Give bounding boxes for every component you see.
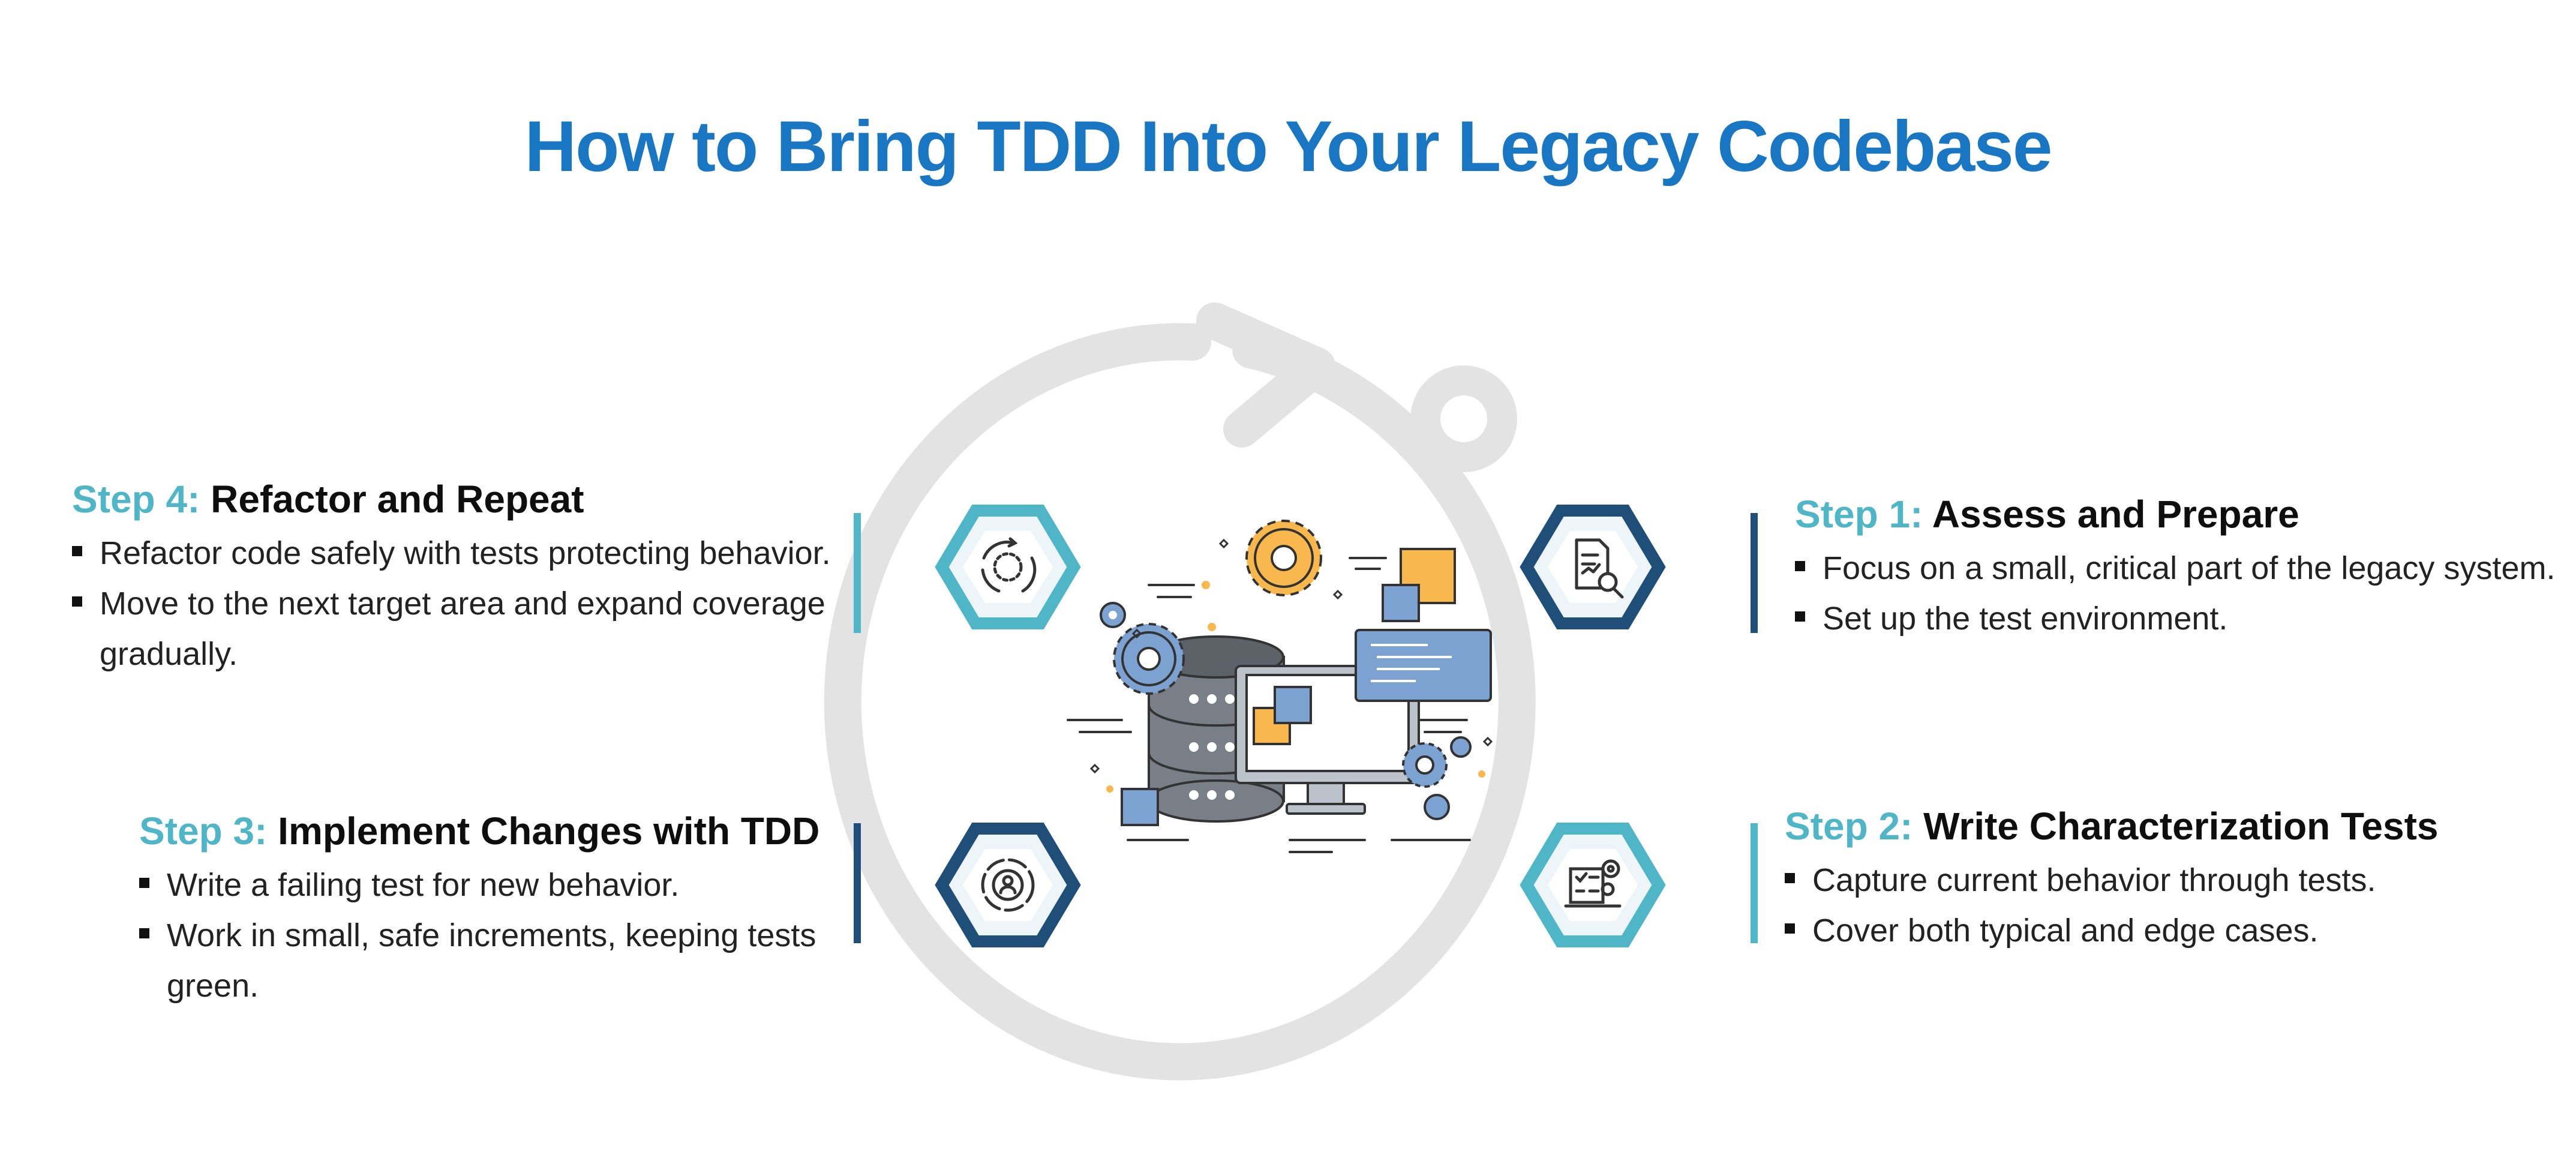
step-3-title: Implement Changes with TDD (278, 809, 820, 853)
accent-bar-step2 (1751, 823, 1758, 943)
step-3-number: Step 3: (139, 809, 268, 853)
hex-step4 (935, 505, 1081, 629)
list-item: Refactor code safely with tests protecti… (72, 528, 852, 578)
step-1-number: Step 1: (1795, 493, 1923, 536)
list-item: Work in small, safe increments, keeping … (139, 910, 829, 1011)
page-title: How to Bring TDD Into Your Legacy Codeba… (524, 106, 2052, 187)
user-gear-cycle-icon (981, 858, 1035, 912)
checklist-gear-icon (1564, 859, 1622, 908)
cycle-start-knob (1410, 365, 1517, 472)
step-3: Step 3: Implement Changes with TDD Write… (139, 807, 829, 1011)
accent-bar-step3 (854, 823, 861, 943)
list-item: Focus on a small, critical part of the l… (1795, 543, 2575, 593)
list-item: Set up the test environment. (1795, 593, 2575, 644)
step-4: Step 4: Refactor and Repeat Refactor cod… (72, 475, 852, 679)
step-4-number: Step 4: (72, 478, 200, 521)
step-2: Step 2: Write Characterization Tests Cap… (1785, 802, 2535, 956)
cycle-ring (824, 323, 1536, 1081)
step-1: Step 1: Assess and Prepare Focus on a sm… (1795, 490, 2575, 644)
list-item: Cover both typical and edge cases. (1785, 905, 2535, 956)
step-4-title: Refactor and Repeat (211, 478, 584, 521)
step-1-heading: Step 1: Assess and Prepare (1795, 490, 2575, 538)
step-2-number: Step 2: (1785, 805, 1913, 848)
hex-step1 (1520, 505, 1666, 629)
list-item: Move to the next target area and expand … (72, 578, 852, 679)
step-3-bullets: Write a failing test for new behavior. W… (139, 860, 829, 1011)
list-item: Write a failing test for new behavior. (139, 860, 829, 910)
step-2-title: Write Characterization Tests (1923, 805, 2439, 848)
step-4-bullets: Refactor code safely with tests protecti… (72, 528, 852, 679)
accent-bar-step4 (854, 513, 861, 633)
document-search-icon (1575, 538, 1624, 599)
step-4-heading: Step 4: Refactor and Repeat (72, 475, 852, 523)
step-3-heading: Step 3: Implement Changes with TDD (139, 807, 829, 855)
database-monitor-gears-icon (1067, 520, 1493, 853)
step-1-title: Assess and Prepare (1932, 493, 2299, 536)
step-2-heading: Step 2: Write Characterization Tests (1785, 802, 2535, 850)
accent-bar-step1 (1751, 513, 1758, 633)
refresh-cycle-icon (981, 537, 1037, 593)
hex-step2 (1520, 823, 1666, 947)
list-item: Capture current behavior through tests. (1785, 855, 2535, 905)
cycle-arrow-icon (1196, 302, 1335, 448)
step-2-bullets: Capture current behavior through tests. … (1785, 855, 2535, 956)
hex-step3 (935, 823, 1081, 947)
step-1-bullets: Focus on a small, critical part of the l… (1795, 543, 2575, 644)
